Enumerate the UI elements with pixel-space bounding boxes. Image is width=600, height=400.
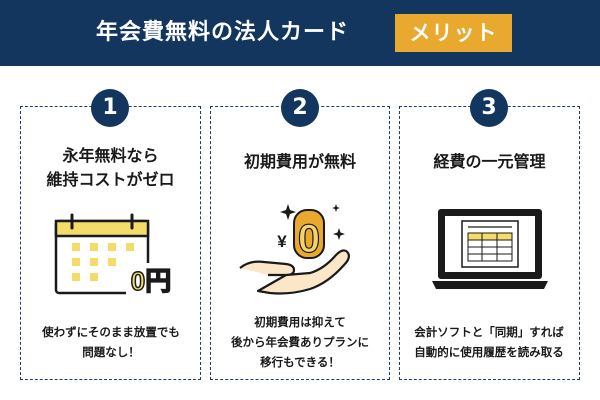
panel-3-heading: 経費の一元管理 <box>433 152 546 171</box>
number-badge-1: 1 <box>91 89 129 127</box>
panel-1-desc-line-2: 問題なし！ <box>82 345 140 359</box>
zero-yen-text: 0円 <box>131 266 171 296</box>
panel-1-desc: 使わずにそのまま放置でも 問題なし！ <box>18 322 204 362</box>
yen-symbol: ¥ <box>277 232 287 251</box>
title-banner: 年会費無料の法人カード メリット <box>0 0 600 66</box>
calendar-icon: 0円 <box>54 213 178 297</box>
panel-1-heading-line-2: 維持コストがゼロ <box>46 170 175 189</box>
panel-2-heading: 初期費用が無料 <box>243 152 356 171</box>
panel-3-desc: 会計ソフトと「同期」すれば 自動的に使用履歴を読み取る <box>396 322 582 362</box>
number-badge-2: 2 <box>281 89 319 127</box>
panel-2-desc: 初期費用は抑えて 後から年会費ありプランに 移行もできる！ <box>207 312 393 372</box>
panel-2-desc-line-3: 移行もできる！ <box>260 355 340 369</box>
panel-1-heading-line-1: 永年無料なら <box>62 146 159 165</box>
zero-coin-text: 0 <box>298 217 320 261</box>
laptop-icon <box>432 209 548 289</box>
merit-tag: メリット <box>395 14 512 52</box>
panel-3-desc-line-1: 会計ソフトと「同期」すれば <box>414 325 564 339</box>
panel-1-desc-line-1: 使わずにそのまま放置でも <box>42 325 180 339</box>
panel-3-desc-line-2: 自動的に使用履歴を読み取る <box>414 345 564 359</box>
panel-2-desc-line-2: 後から年会費ありプランに <box>231 335 369 349</box>
banner-title: 年会費無料の法人カード <box>96 20 350 45</box>
panel-1-heading: 永年無料なら 維持コストがゼロ <box>20 144 201 192</box>
panel-2-desc-line-1: 初期費用は抑えて <box>254 315 346 329</box>
number-badge-3: 3 <box>470 89 508 127</box>
hand-coin-icon: ¥ 0 <box>239 204 350 295</box>
